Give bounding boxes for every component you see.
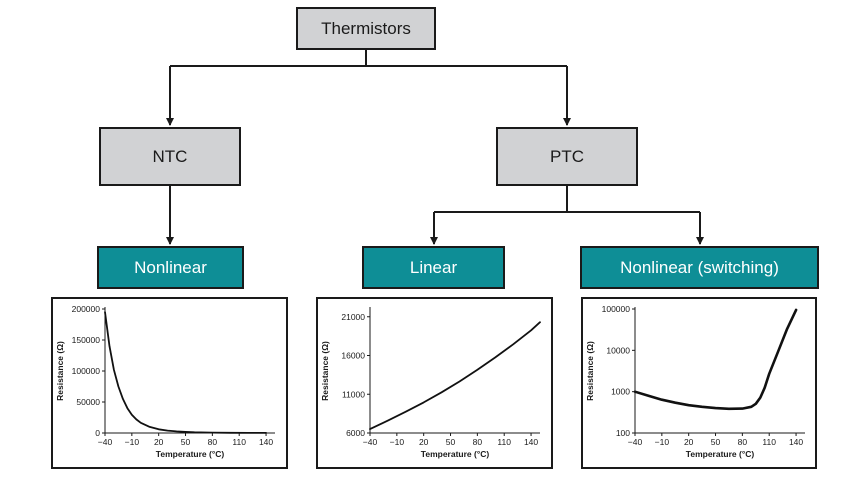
y-tick-label: 100 [616,428,630,438]
x-axis-title: Temperature (°C) [686,449,755,459]
x-tick-label: 20 [419,437,429,447]
x-axis-title: Temperature (°C) [421,449,490,459]
y-tick-label: 6000 [346,428,365,438]
ptc-linear-label: Linear [409,257,458,277]
y-tick-label: 100000 [602,304,631,314]
y-tick-label: 0 [95,428,100,438]
ntc-curve-panel: −40 −10 20 50 80 110 140 0 50000 100000 150000 2000… [51,297,288,469]
x-tick-label: 140 [259,437,273,447]
ptc-switching-label: Nonlinear (switching) [620,257,779,277]
x-tick-label: 80 [473,437,483,447]
x-tick-label: 50 [181,437,191,447]
resistance-curve [369,321,541,431]
ptc-switching-resistance-chart: −40 −10 20 50 80 110 140 100 1000 10000 100000Temp… [585,304,805,459]
y-axis-title: Resistance (Ω) [585,341,595,401]
ptc-label: PTC [550,146,584,166]
y-tick-label: 11000 [342,389,365,399]
y-tick-label: 10000 [606,345,630,355]
y-tick-label: 21000 [341,312,365,322]
ntc-resistance-chart: −40 −10 20 50 80 110 140 0 50000 100000 150000 2000… [55,304,275,459]
y-tick-label: 100000 [72,366,101,376]
x-tick-label: 20 [684,437,694,447]
ntc-nonlinear-box: Nonlinear [97,246,244,289]
x-tick-label: 50 [446,437,456,447]
x-tick-label: −10 [125,437,140,447]
y-tick-label: 1000 [611,387,630,397]
y-axis-title: Resistance (Ω) [55,341,65,401]
x-tick-label: 110 [497,437,511,447]
ptc-linear-box: Linear [362,246,505,289]
x-tick-label: 110 [232,437,246,447]
y-tick-label: 200000 [72,304,101,314]
resistance-curve [104,311,268,434]
y-axis-title: Resistance (Ω) [320,341,330,401]
x-tick-label: 140 [789,437,803,447]
y-tick-label: 50000 [76,397,100,407]
x-tick-label: −40 [363,437,378,447]
x-tick-label: −10 [655,437,670,447]
ptc-box: PTC [496,127,638,186]
x-tick-label: 50 [711,437,721,447]
ptc-switching-box: Nonlinear (switching) [580,246,819,289]
x-tick-label: −10 [390,437,405,447]
y-tick-label: 16000 [341,351,365,361]
ptc-linear-resistance-chart: −40 −10 20 50 80 110 140 6000 11000 16000 21000Tem… [320,307,541,459]
ntc-label: NTC [152,146,188,166]
x-tick-label: 80 [208,437,218,447]
thermistors-label: Thermistors [321,18,411,38]
x-tick-label: −40 [98,437,113,447]
ntc-nonlinear-label: Nonlinear [134,257,207,277]
y-tick-label: 150000 [72,335,101,345]
x-tick-label: 110 [762,437,776,447]
x-tick-label: 80 [738,437,748,447]
x-tick-label: 20 [154,437,164,447]
resistance-curve [633,308,798,411]
x-tick-label: −40 [628,437,643,447]
ntc-box: NTC [99,127,241,186]
thermistors-box: Thermistors [296,7,436,50]
x-tick-label: 140 [524,437,538,447]
x-axis-title: Temperature (°C) [156,449,225,459]
